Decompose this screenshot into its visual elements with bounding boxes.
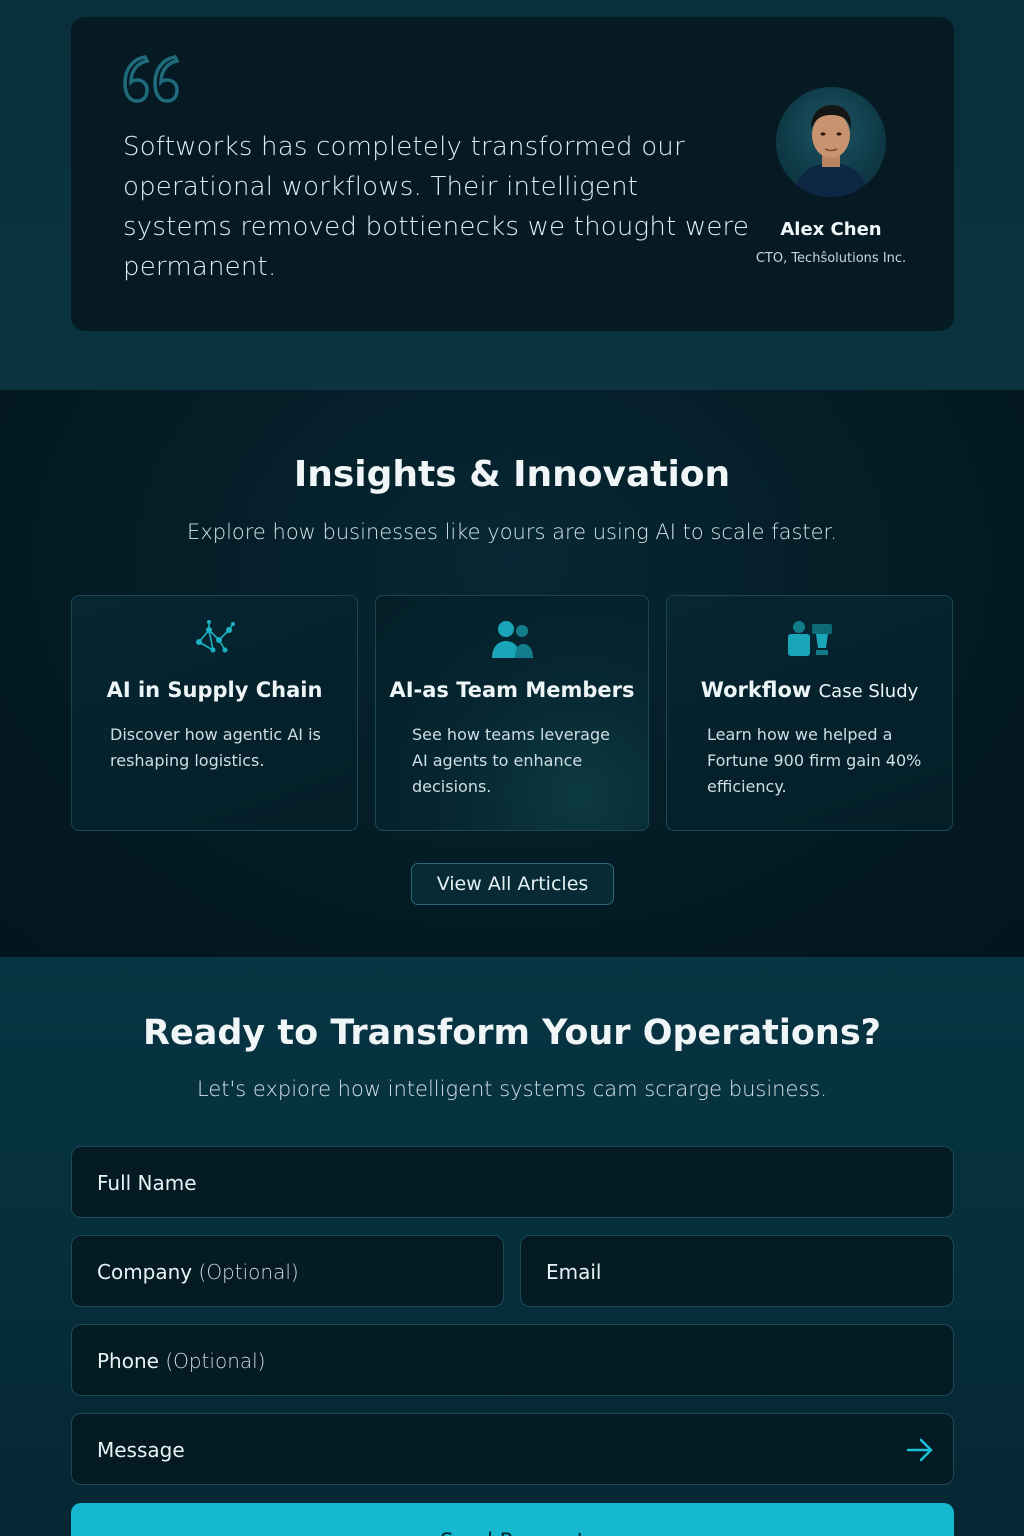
testimonial-name: Alex Chen xyxy=(780,219,882,240)
card-description: Discover how agentic AI is reshaping log… xyxy=(110,725,321,770)
contact-subtitle: Let's expiore how intelligent systems ca… xyxy=(197,1077,827,1101)
testimonial-role: CTO, Techŝolutions Inc. xyxy=(755,251,907,266)
phone-placeholder: Phone (Optional) xyxy=(97,1349,266,1373)
contact-title: Ready to Transform Your Operations? xyxy=(143,1013,881,1053)
email-field[interactable]: Email xyxy=(520,1235,954,1307)
card-title: AI in Supply Chain xyxy=(106,678,323,702)
send-request-button[interactable]: Send Request xyxy=(71,1503,954,1536)
testimonial-section: Softworks has completely transformed our… xyxy=(0,0,1024,390)
insights-subtitle: Explore how businesses like yours are us… xyxy=(187,520,837,544)
full-name-placeholder: Full Name xyxy=(97,1171,197,1195)
card-title: AI-as Team Members xyxy=(389,678,635,702)
article-card-case-study[interactable]: Workflow Case Sludy Learn how we helped … xyxy=(666,595,953,831)
avatar xyxy=(776,87,886,197)
company-placeholder: Company (Optional) xyxy=(97,1260,299,1284)
arrow-right-icon[interactable] xyxy=(905,1436,935,1464)
view-all-articles-button[interactable]: View All Articles xyxy=(411,863,614,905)
team-members-icon xyxy=(492,621,533,658)
article-card-team-members[interactable]: AI-as Team Members See how teams leverag… xyxy=(375,595,649,831)
card-description: See how teams leverage AI agents to enha… xyxy=(412,725,610,796)
network-nodes-icon xyxy=(195,620,235,653)
email-placeholder: Email xyxy=(546,1260,602,1284)
testimonial-quote: Softworks has completely transformed our… xyxy=(123,132,750,282)
insights-section: Insights & Innovation Explore how busine… xyxy=(0,390,1024,957)
contact-section: Ready to Transform Your Operations? Let'… xyxy=(0,957,1024,1536)
message-placeholder: Message xyxy=(97,1438,185,1462)
phone-field[interactable]: Phone (Optional) xyxy=(71,1324,954,1396)
case-study-icon xyxy=(787,621,832,656)
quote-icon xyxy=(123,55,179,103)
card-description: Learn how we helped a Fortune 900 firm g… xyxy=(707,725,922,796)
testimonial-card: Softworks has completely transformed our… xyxy=(71,17,954,331)
card-title: Workflow Case Sludy xyxy=(700,678,919,702)
insights-title: Insights & Innovation xyxy=(293,454,731,495)
company-field[interactable]: Company (Optional) xyxy=(71,1235,504,1307)
message-field[interactable]: Message xyxy=(71,1413,954,1485)
article-card-supply-chain[interactable]: AI in Supply Chain Discover how agentic … xyxy=(71,595,358,831)
full-name-field[interactable]: Full Name xyxy=(71,1146,954,1218)
